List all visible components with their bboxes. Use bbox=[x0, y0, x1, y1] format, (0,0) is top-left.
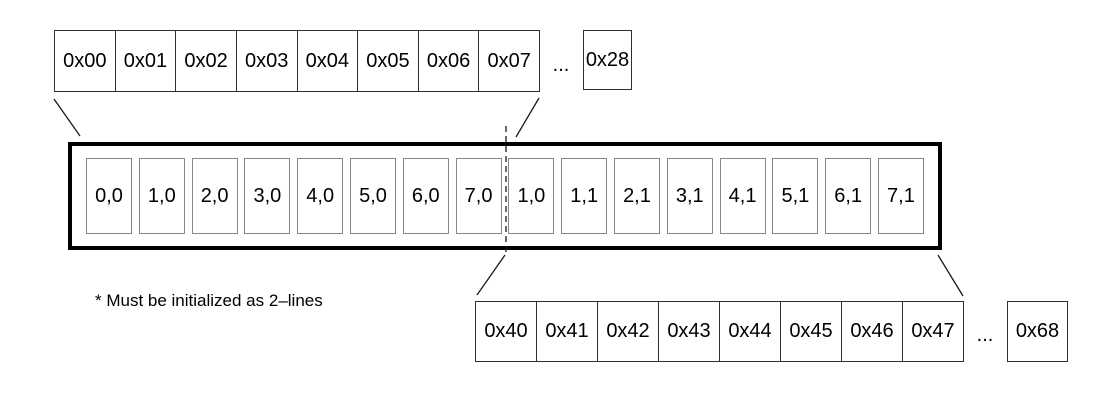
cache-line-cell: 3,0 bbox=[244, 158, 291, 234]
connector-line-bottom-left bbox=[476, 254, 506, 296]
memory-cell: 0x41 bbox=[536, 301, 598, 362]
cache-line-cell: 3,1 bbox=[666, 158, 713, 234]
memory-cell: 0x07 bbox=[478, 30, 540, 92]
memory-cell: 0x46 bbox=[841, 301, 903, 362]
memory-cell: 0x42 bbox=[597, 301, 659, 362]
connector-line-bottom-right bbox=[937, 254, 964, 297]
memory-cell-tail-bottom: 0x68 bbox=[1007, 301, 1068, 362]
ellipsis-bottom: ... bbox=[976, 324, 994, 346]
cache-line-cell: 2,1 bbox=[613, 158, 660, 234]
cache-line-cell: 1,0 bbox=[138, 158, 185, 234]
memory-cell: 0x03 bbox=[235, 30, 298, 92]
cache-line-cell: 7,1 bbox=[877, 158, 924, 234]
memory-cell: 0x43 bbox=[658, 301, 720, 362]
memory-cell: 0x05 bbox=[357, 30, 419, 92]
cache-line-cell: 2,0 bbox=[191, 158, 238, 234]
memory-cell: 0x01 bbox=[114, 30, 177, 92]
cache-line-cell: 6,0 bbox=[402, 158, 449, 234]
cache-line-cell: 4,1 bbox=[719, 158, 766, 234]
memory-cell: 0x04 bbox=[296, 30, 359, 92]
connector-line-top-right bbox=[515, 97, 540, 138]
memory-cell: 0x47 bbox=[902, 301, 964, 362]
connector-line-top-left bbox=[53, 98, 81, 137]
cache-line-cell: 6,1 bbox=[825, 158, 872, 234]
memory-cell: 0x06 bbox=[417, 30, 480, 92]
ellipsis-top: ... bbox=[552, 53, 570, 76]
memory-cell: 0x40 bbox=[475, 301, 537, 362]
cache-line-cell: 7,0 bbox=[455, 158, 502, 234]
memory-cell: 0x44 bbox=[719, 301, 781, 362]
cache-line-cell: 1,0 bbox=[508, 158, 555, 234]
memory-cell: 0x45 bbox=[780, 301, 842, 362]
cache-line-cell: 1,1 bbox=[561, 158, 608, 234]
cache-line-cell: 4,0 bbox=[297, 158, 344, 234]
footnote: * Must be initialized as 2–lines bbox=[95, 291, 323, 310]
cache-line-cell: 5,1 bbox=[772, 158, 819, 234]
cache-line-cell: 0,0 bbox=[86, 158, 132, 234]
cache-line-cell: 5,0 bbox=[349, 158, 396, 234]
memory-cell-tail-top: 0x28 bbox=[583, 30, 632, 90]
memory-cell: 0x00 bbox=[54, 30, 116, 92]
memory-cell: 0x02 bbox=[175, 30, 237, 92]
